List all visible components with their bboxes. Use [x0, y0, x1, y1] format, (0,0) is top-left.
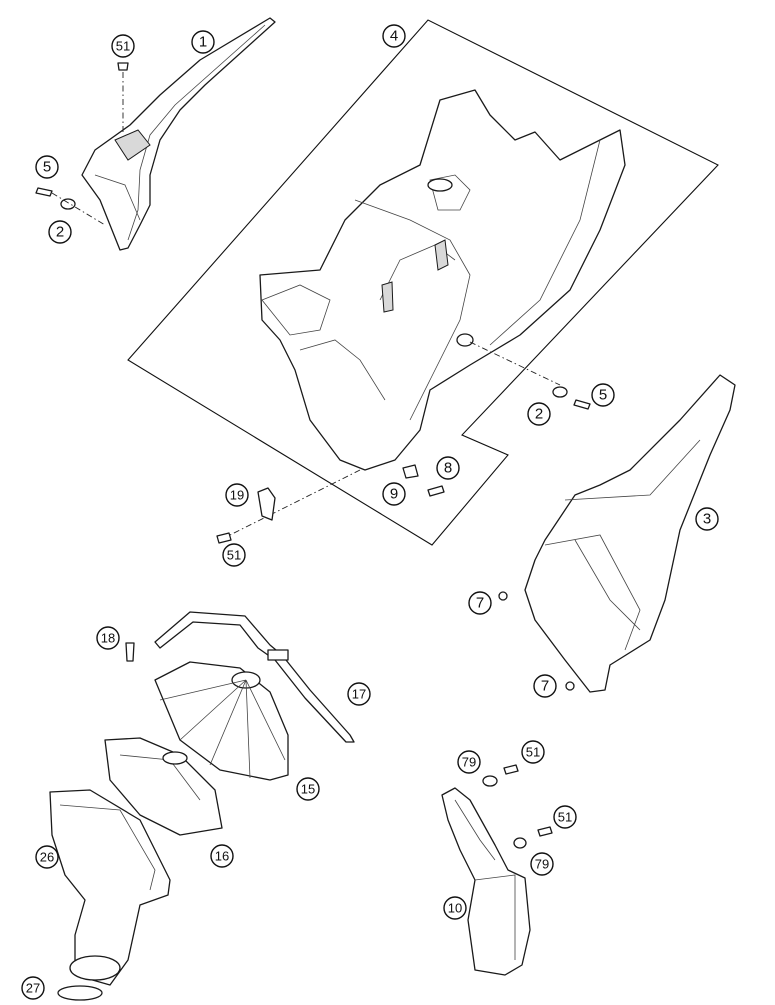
callout-8: 8	[436, 456, 460, 480]
screw-5-grommet-2-left	[35, 187, 106, 226]
svg-text:5: 5	[599, 387, 607, 404]
callout-9: 9	[382, 482, 406, 506]
airbox-assembly-frame	[127, 19, 719, 546]
part-16-filter-support	[104, 737, 223, 836]
callout-79-lower: 79	[530, 852, 554, 876]
svg-text:51: 51	[526, 745, 540, 760]
svg-text:79: 79	[535, 857, 549, 872]
screw-51-lower	[216, 532, 232, 544]
parts-8-9-clip	[229, 464, 445, 536]
svg-text:18: 18	[101, 631, 115, 646]
callout-17: 17	[347, 682, 371, 706]
svg-text:7: 7	[476, 595, 484, 612]
screw-5-grommet-2-right	[552, 386, 591, 410]
callout-5-right: 5	[591, 383, 615, 407]
svg-text:19: 19	[230, 488, 244, 503]
svg-text:7: 7	[541, 678, 549, 695]
part-18-pin	[125, 642, 135, 662]
callout-3: 3	[695, 507, 719, 531]
part-26-intake-boot	[49, 789, 171, 986]
svg-text:3: 3	[703, 511, 711, 528]
svg-text:10: 10	[448, 901, 462, 916]
svg-text:27: 27	[26, 981, 40, 996]
svg-text:5: 5	[43, 159, 51, 176]
callout-7-upper: 7	[468, 591, 492, 615]
screws-7	[498, 591, 575, 691]
svg-text:4: 4	[390, 28, 398, 45]
svg-text:79: 79	[462, 755, 476, 770]
callout-51-top: 51	[111, 34, 135, 58]
part-4-airbox	[259, 89, 626, 471]
svg-text:1: 1	[199, 34, 207, 51]
callout-27: 27	[21, 976, 45, 1000]
part-15-air-filter	[154, 661, 289, 781]
callout-2-right: 2	[527, 402, 551, 426]
callout-79-upper: 79	[457, 750, 481, 774]
callout-51-right-upper: 51	[521, 740, 545, 764]
svg-text:26: 26	[40, 850, 54, 865]
svg-text:2: 2	[56, 224, 64, 241]
svg-text:9: 9	[390, 486, 398, 503]
grommets-79-screws-51	[482, 764, 553, 849]
svg-text:15: 15	[301, 782, 315, 797]
svg-text:51: 51	[227, 548, 241, 563]
callout-15: 15	[296, 777, 320, 801]
callout-4: 4	[382, 24, 406, 48]
part-10-duct	[441, 787, 531, 976]
svg-text:51: 51	[116, 39, 130, 54]
screw-51-top	[117, 62, 129, 135]
callout-18: 18	[96, 626, 120, 650]
svg-text:8: 8	[444, 460, 452, 477]
callout-51-right-lower: 51	[553, 805, 577, 829]
svg-text:16: 16	[215, 849, 229, 864]
svg-text:2: 2	[535, 406, 543, 423]
callout-2-left: 2	[48, 220, 72, 244]
callout-10: 10	[443, 896, 467, 920]
part-3-right-cover	[524, 374, 736, 693]
callout-5-left: 5	[35, 155, 59, 179]
svg-text:17: 17	[352, 687, 366, 702]
callout-51-lower: 51	[222, 543, 246, 567]
callout-19: 19	[225, 483, 249, 507]
part-1-left-cover	[81, 17, 276, 251]
callout-16: 16	[210, 844, 234, 868]
callout-1: 1	[191, 30, 215, 54]
callout-7-lower: 7	[533, 674, 557, 698]
svg-text:51: 51	[558, 810, 572, 825]
part-17-filter-cage	[154, 611, 355, 743]
callout-26: 26	[35, 845, 59, 869]
part-27-clamp	[57, 985, 103, 1001]
part-19-bracket	[257, 487, 276, 521]
